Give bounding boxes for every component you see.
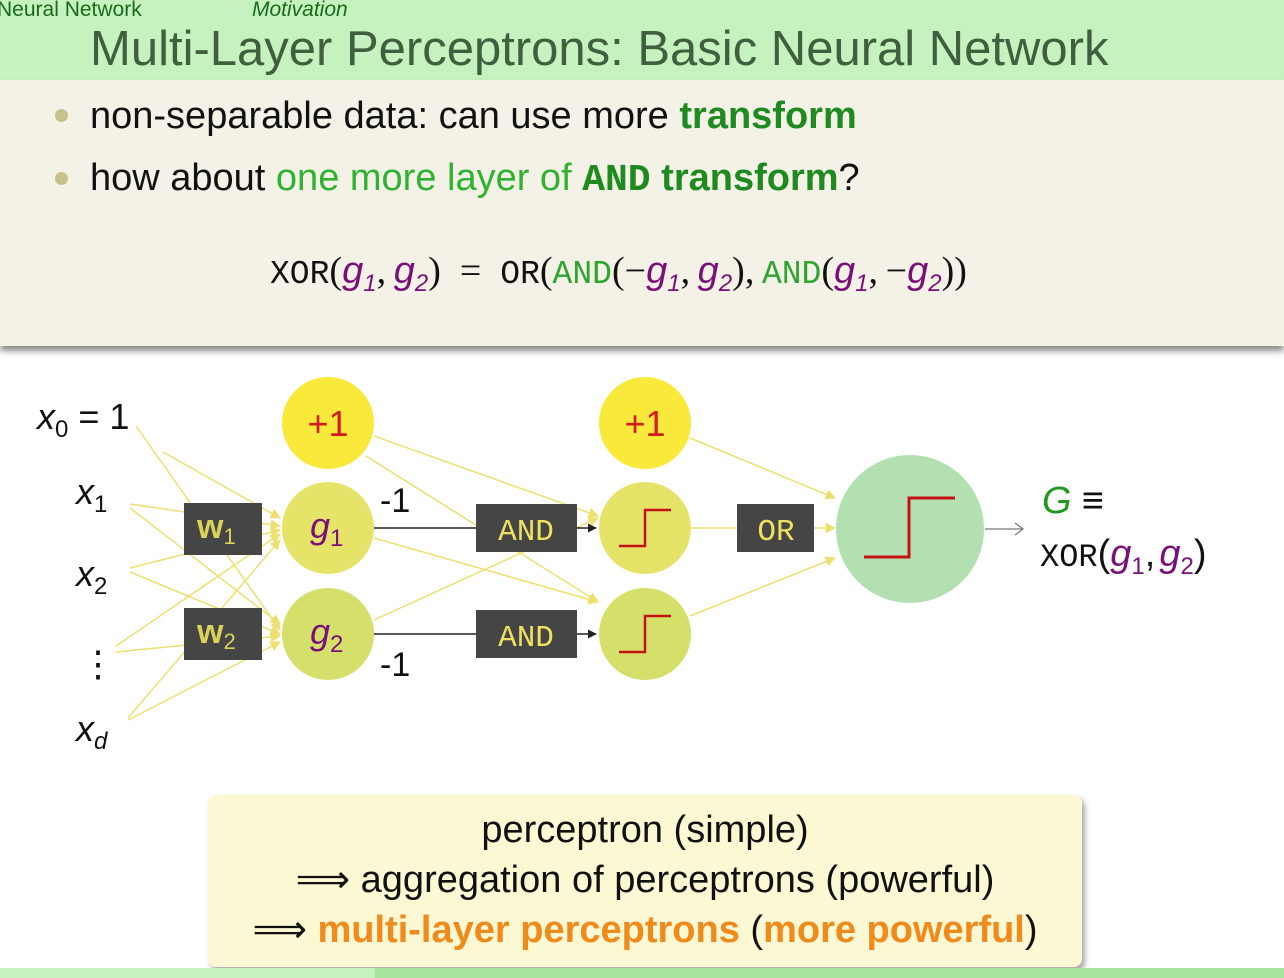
eq-paren: ) (428, 250, 441, 292)
eq-paren: ) (941, 250, 955, 292)
output-label: G≡ XOR(g1,g2) (1040, 480, 1206, 580)
bullet-2-green: one more layer of (275, 157, 583, 199)
eq-xor: XOR (270, 256, 330, 293)
hidden-node-g1: g1 (282, 482, 374, 574)
svg-text:w2: w2 (196, 613, 236, 654)
input-labels: x0 = 1 x1 x2 ⋮ xd (35, 396, 129, 755)
xor-equation: XOR(g1, g2) = OR(AND(−g1, g2), AND(g1, −… (270, 246, 967, 309)
eq-paren: ( (821, 250, 835, 292)
bullet-1-highlight: transform (679, 95, 857, 137)
eq-minus: − (885, 250, 908, 292)
step-function-icon (864, 496, 955, 559)
svg-text:+1: +1 (307, 403, 348, 444)
and-box-1: AND (476, 504, 577, 552)
bullet-1-text: non-separable data: can use more (90, 95, 680, 137)
bullet-marker (55, 109, 68, 122)
bullet-1: non-separable data: can use more transfo… (90, 94, 857, 138)
svg-text:OR: OR (757, 515, 794, 550)
neg-weight-label-2: -1 (380, 646, 410, 684)
step-function-icon (619, 508, 671, 548)
bullet-2-and: AND (582, 159, 651, 202)
input-edges (115, 425, 282, 721)
eq-g2: g2 (393, 250, 429, 297)
input-xd-label: xd (74, 708, 108, 755)
svg-text:AND: AND (498, 621, 554, 656)
eq-g1: g1 (834, 250, 869, 297)
svg-text:XOR(g1,g2): XOR(g1,g2) (1040, 533, 1206, 580)
step-node-2 (599, 588, 691, 680)
eq-comma: , (868, 250, 879, 292)
eq-paren: ( (611, 250, 625, 292)
implies-arrow-icon: ⟹ (295, 859, 351, 901)
input-vdots: ⋮ (80, 643, 116, 684)
weight-w1-box: w1 (184, 503, 262, 555)
eq-g2: g2 (697, 250, 733, 297)
eq-g1: g1 (342, 250, 377, 297)
eq-g2: g2 (907, 250, 942, 297)
eq-comma: , (680, 250, 691, 292)
bullet-2: how about one more layer of AND transfor… (90, 156, 860, 203)
step-function-icon (619, 614, 671, 654)
breadcrumb-subsection[interactable]: Motivation (252, 0, 348, 21)
svg-text:g2: g2 (310, 611, 343, 658)
slide-header: Neural Network Motivation Multi-Layer Pe… (0, 0, 1284, 80)
eq-comma: , (744, 250, 755, 292)
input-x2-label: x2 (74, 553, 107, 600)
svg-text:w1: w1 (196, 508, 236, 549)
svg-text:+1: +1 (624, 403, 665, 444)
bullet-2-tail: ? (838, 157, 860, 199)
output-edge (985, 522, 1024, 536)
content-block: non-separable data: can use more transfo… (0, 80, 1284, 346)
summary-line-1: perceptron (simple) (481, 809, 809, 851)
network-diagram: x0 = 1 x1 x2 ⋮ xd w1 w2 +1 +1 g1 g2 -1 -… (35, 377, 1206, 755)
eq-or: OR (500, 256, 540, 293)
eq-paren: ) (732, 250, 745, 292)
bullet-marker (55, 172, 68, 185)
weight-w2-box: w2 (184, 608, 262, 660)
svg-text:G≡: G≡ (1042, 480, 1104, 522)
eq-minus: − (624, 250, 647, 292)
input-x1-label: x1 (74, 471, 107, 518)
or-box: OR (737, 504, 814, 552)
eq-paren: ) (954, 250, 967, 292)
summary-line-2: ⟹ aggregation of perceptrons (powerful) (295, 859, 995, 901)
eq-and: AND (552, 256, 612, 293)
eq-g1: g1 (646, 250, 681, 297)
bias-node-2: +1 (599, 377, 691, 469)
footer-bar-right (375, 968, 1284, 978)
summary-box: perceptron (simple) ⟹ aggregation of per… (208, 795, 1082, 967)
eq-paren: ( (539, 250, 553, 292)
svg-text:AND: AND (498, 515, 554, 550)
eq-equals: = (459, 250, 482, 292)
neg-weight-label-1: -1 (380, 482, 410, 520)
neg-weight-edges (374, 523, 597, 639)
svg-text:g1: g1 (310, 505, 343, 552)
breadcrumb-section[interactable]: Neural Network (0, 0, 142, 21)
bias-node-1: +1 (282, 377, 374, 469)
eq-comma: , (376, 250, 387, 292)
eq-and: AND (761, 256, 822, 293)
slide-title: Multi-Layer Perceptrons: Basic Neural Ne… (90, 22, 1109, 76)
input-x0-label: x0 = 1 (35, 396, 129, 443)
implies-arrow-icon: ⟹ (252, 909, 307, 951)
bullet-2-text: how about (90, 157, 276, 199)
hidden-node-g2: g2 (282, 588, 374, 680)
summary-line-3: ⟹ multi-layer perceptrons (more powerful… (252, 909, 1038, 951)
step-node-1 (599, 482, 691, 574)
eq-paren: ( (329, 250, 343, 292)
and-box-2: AND (476, 610, 577, 658)
bullet-2-transform: transform (650, 157, 839, 199)
output-node (836, 455, 984, 603)
